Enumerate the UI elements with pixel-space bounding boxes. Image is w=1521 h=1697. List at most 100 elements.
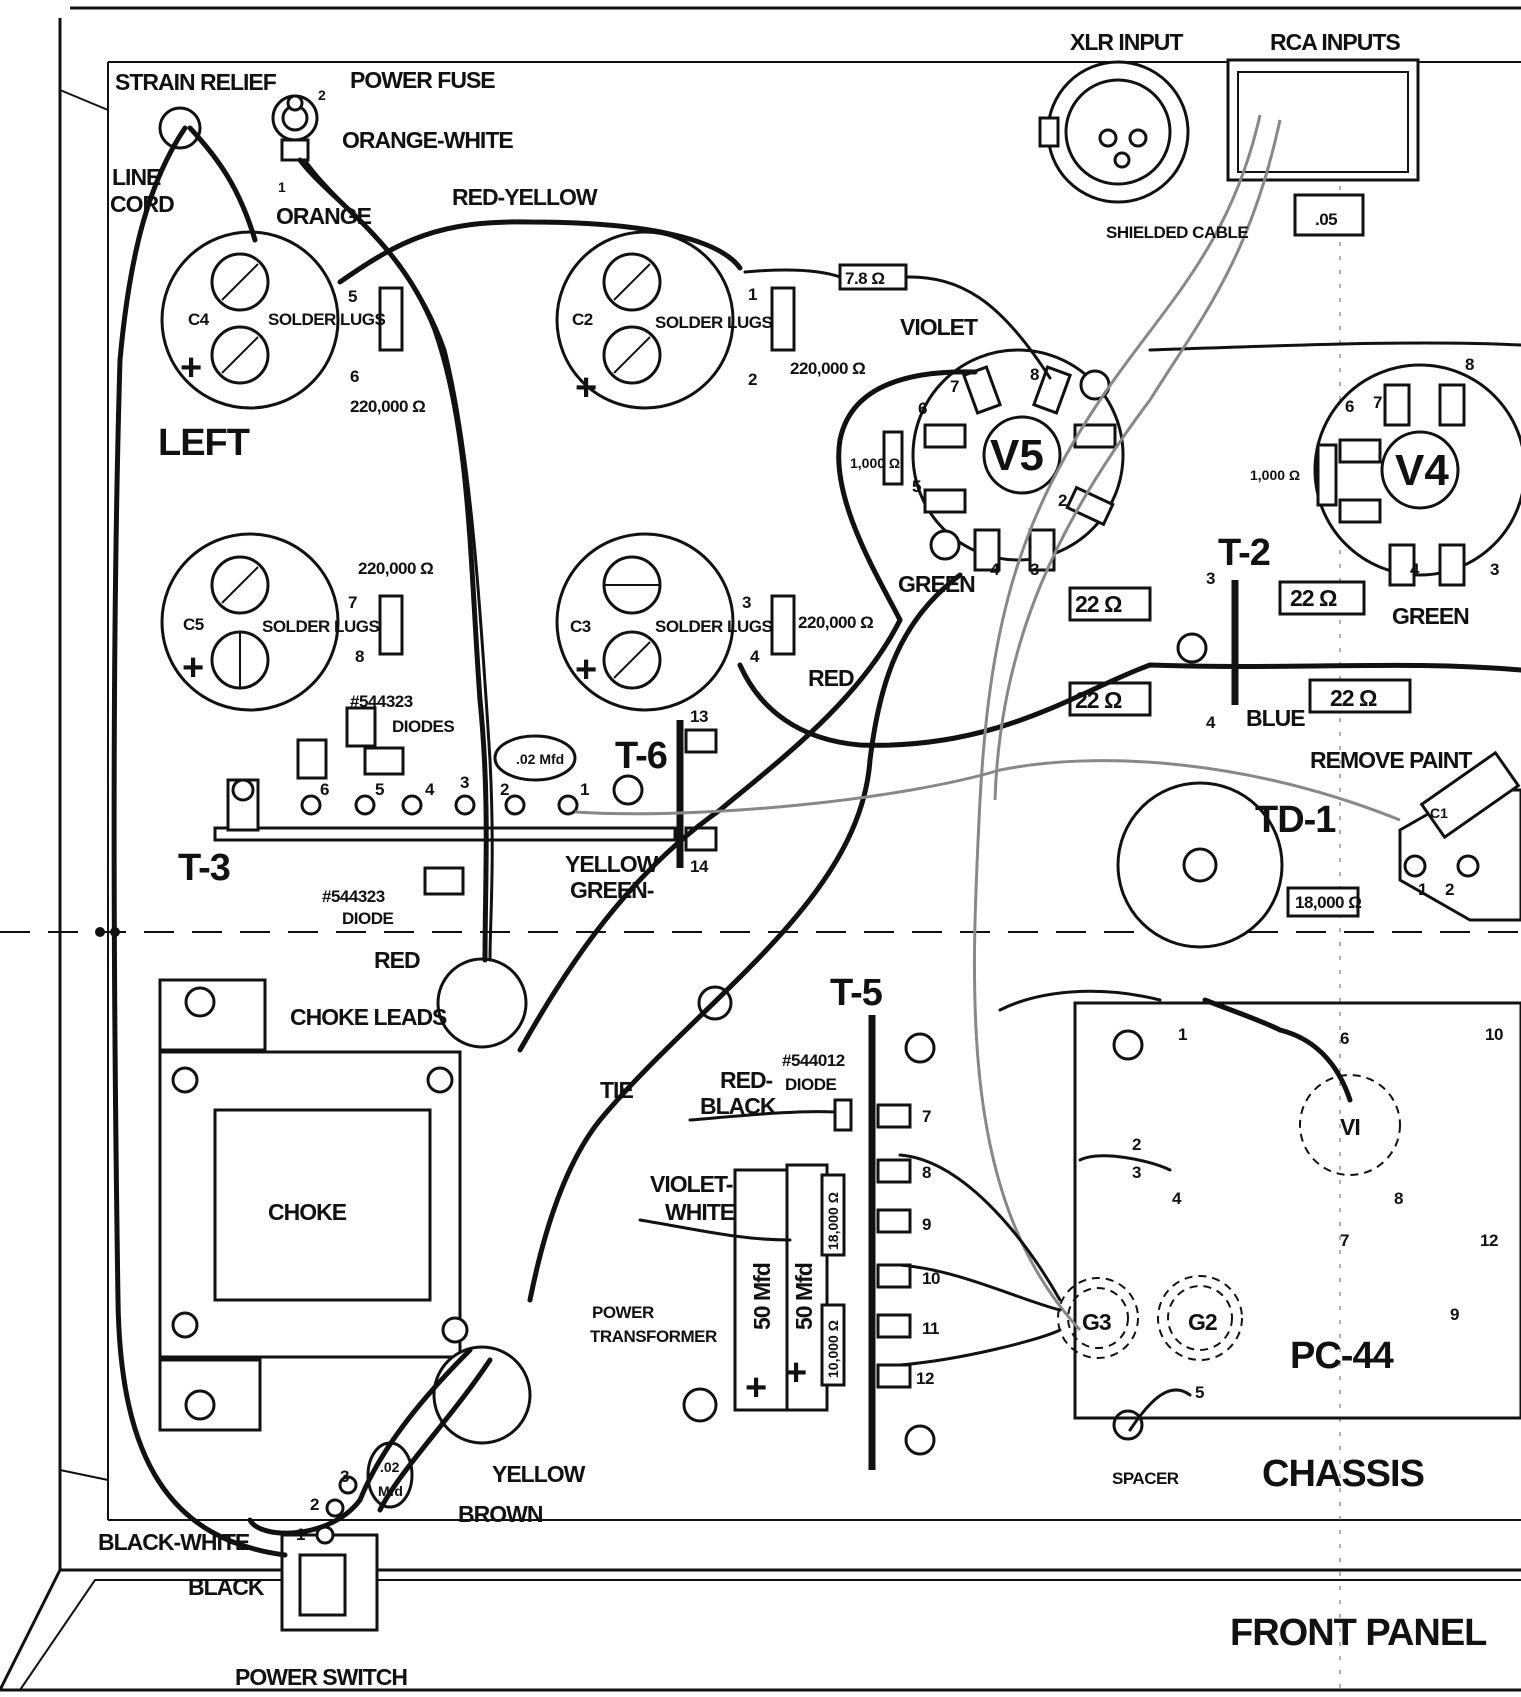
svg-text:4: 4 bbox=[1410, 560, 1420, 579]
capacitor-c4 bbox=[160, 230, 404, 410]
svg-text:1: 1 bbox=[580, 780, 589, 799]
label-td1: TD-1 bbox=[1255, 799, 1336, 841]
label-power-switch: POWER SWITCH bbox=[235, 1664, 407, 1690]
svg-text:12: 12 bbox=[916, 1369, 934, 1388]
label-shielded-cable: SHIELDED CABLE bbox=[1106, 223, 1248, 242]
label-violet-white-2: WHITE bbox=[665, 1199, 735, 1225]
label-chassis: CHASSIS bbox=[1262, 1453, 1424, 1495]
label-choke-leads: CHOKE LEADS bbox=[290, 1004, 447, 1030]
label-r-22-d: 22 Ω bbox=[1330, 685, 1377, 711]
svg-text:+: + bbox=[182, 647, 203, 689]
label-red-t3: RED bbox=[374, 947, 420, 973]
label-power-fuse: POWER FUSE bbox=[350, 67, 495, 93]
svg-text:3: 3 bbox=[460, 773, 469, 792]
svg-text:7: 7 bbox=[922, 1107, 931, 1126]
capacitor-c5 bbox=[160, 532, 404, 712]
label-rca-inputs: RCA INPUTS bbox=[1270, 29, 1400, 55]
svg-text:1: 1 bbox=[296, 1525, 305, 1544]
svg-text:13: 13 bbox=[690, 707, 708, 726]
label-solder-lugs-c5: SOLDER LUGS bbox=[262, 617, 379, 636]
label-t3: T-3 bbox=[178, 847, 230, 889]
label-xlr-input: XLR INPUT bbox=[1070, 29, 1183, 55]
power-fuse bbox=[271, 94, 319, 162]
svg-text:+: + bbox=[180, 347, 201, 389]
svg-text:6: 6 bbox=[1345, 397, 1354, 416]
label-t5: T-5 bbox=[830, 972, 883, 1014]
resistor-18000-ohm-v bbox=[820, 1173, 846, 1257]
label-g2: G2 bbox=[1188, 1309, 1217, 1335]
diode-d bbox=[423, 866, 465, 896]
label-remove-paint: REMOVE PAINT bbox=[1310, 747, 1472, 773]
label-r-10k-v: 10,000 Ω bbox=[825, 1320, 841, 1378]
label-red-yellow: RED-YELLOW bbox=[452, 184, 598, 210]
svg-text:5: 5 bbox=[348, 287, 357, 306]
capacitors-50mfd bbox=[733, 1163, 846, 1412]
svg-text:6: 6 bbox=[1340, 1029, 1349, 1048]
label-v5: V5 bbox=[990, 431, 1044, 480]
svg-text:+: + bbox=[745, 1367, 766, 1409]
svg-text:+: + bbox=[575, 367, 596, 409]
diode-544012 bbox=[833, 1098, 853, 1132]
diode-c bbox=[363, 746, 405, 776]
label-r-22-b: 22 Ω bbox=[1290, 585, 1337, 611]
terminal-strip-t5 bbox=[833, 1015, 936, 1470]
label-line-cord: LINE bbox=[112, 164, 161, 190]
diode-b bbox=[345, 706, 377, 748]
svg-text:7: 7 bbox=[1340, 1231, 1349, 1250]
svg-text:4: 4 bbox=[1172, 1189, 1182, 1208]
svg-text:8: 8 bbox=[1030, 365, 1039, 384]
label-yellow: YELLOW bbox=[492, 1461, 586, 1487]
svg-text:10: 10 bbox=[922, 1269, 940, 1288]
svg-text:10: 10 bbox=[1485, 1025, 1503, 1044]
label-t6: T-6 bbox=[615, 735, 667, 777]
label-red-black-2: BLACK bbox=[700, 1093, 777, 1119]
label-spacer: SPACER bbox=[1112, 1469, 1179, 1488]
label-c5: C5 bbox=[183, 615, 204, 634]
label-line-cord-2: CORD bbox=[110, 191, 174, 217]
label-black-white: BLACK-WHITE bbox=[98, 1529, 250, 1555]
label-tie: TIE bbox=[600, 1077, 633, 1103]
label-orange: ORANGE bbox=[276, 203, 372, 229]
resistor-18000-ohm bbox=[1286, 886, 1360, 918]
label-r-7-8: 7.8 Ω bbox=[845, 269, 885, 288]
label-green-v5: GREEN bbox=[898, 571, 975, 597]
label-diode: DIODE bbox=[342, 909, 394, 928]
label-brown: BROWN bbox=[458, 1501, 543, 1527]
label-strain-relief: STRAIN RELIEF bbox=[115, 69, 277, 95]
label-black: BLACK bbox=[188, 1574, 265, 1600]
label-r-220k-c2: 220,000 Ω bbox=[790, 359, 865, 378]
resistor-22-ohm-a bbox=[1068, 586, 1152, 622]
svg-text:3: 3 bbox=[742, 593, 751, 612]
xlr-input-jack bbox=[1038, 60, 1190, 204]
label-c3: C3 bbox=[570, 617, 591, 636]
labels: STRAIN RELIEF POWER FUSE 2 LINE CORD ORA… bbox=[98, 29, 1503, 1690]
svg-text:9: 9 bbox=[1450, 1305, 1459, 1324]
label-diode-part: #544323 bbox=[322, 887, 385, 906]
svg-text:1: 1 bbox=[748, 285, 757, 304]
label-cap-50-b: 50 Mfd bbox=[791, 1263, 817, 1330]
svg-text:1: 1 bbox=[1418, 880, 1427, 899]
svg-text:8: 8 bbox=[1394, 1189, 1403, 1208]
svg-text:3: 3 bbox=[1132, 1163, 1141, 1182]
label-power-transformer-2: TRANSFORMER bbox=[590, 1327, 717, 1346]
label-v4: V4 bbox=[1395, 446, 1449, 495]
label-solder-lugs-c3: SOLDER LUGS bbox=[655, 617, 772, 636]
svg-text:14: 14 bbox=[690, 857, 709, 876]
svg-text:3: 3 bbox=[340, 1467, 349, 1486]
label-r-18k-v: 18,000 Ω bbox=[825, 1192, 841, 1250]
label-r-220k-c5: 220,000 Ω bbox=[358, 559, 433, 578]
svg-text:1: 1 bbox=[278, 179, 286, 195]
label-c4: C4 bbox=[188, 310, 210, 329]
svg-text:1: 1 bbox=[1178, 1025, 1187, 1044]
label-r-220k-c4: 220,000 Ω bbox=[350, 397, 425, 416]
capacitor-05 bbox=[1293, 193, 1365, 237]
label-cap-02-switch: .02 bbox=[380, 1459, 400, 1475]
svg-text:7: 7 bbox=[950, 377, 959, 396]
label-front-panel: FRONT PANEL bbox=[1230, 1612, 1487, 1654]
strain-relief bbox=[158, 106, 202, 150]
label-t2: T-2 bbox=[1218, 532, 1270, 574]
svg-text:4: 4 bbox=[750, 647, 760, 666]
label-r-22-c: 22 Ω bbox=[1075, 687, 1122, 713]
svg-text:2: 2 bbox=[310, 1495, 319, 1514]
